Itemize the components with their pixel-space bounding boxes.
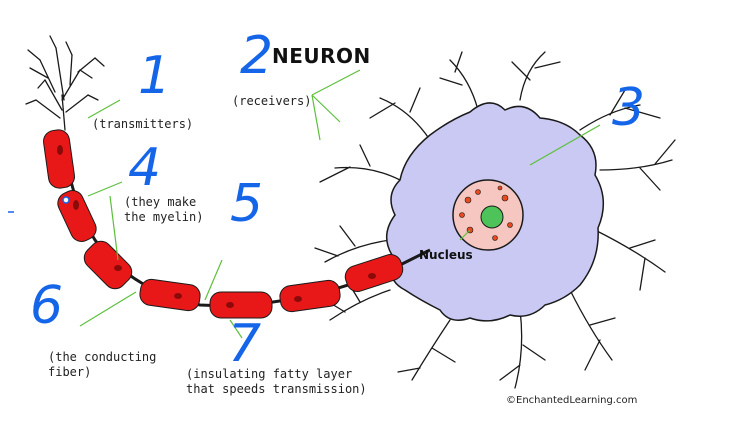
diagram-title: NEURON [272,44,371,68]
dendrites [314,51,676,389]
label-insulating-layer: (insulating fatty layer that speeds tran… [186,367,367,396]
annotation-7: 7 [228,314,262,374]
myelin-segment [344,254,404,292]
annotation-4: 4 [128,138,162,198]
schwann-cell-nuclei [57,145,376,308]
stray-marks [8,196,70,213]
label-transmitters: (transmitters) [92,117,194,131]
label-nucleus: Nucleus [419,248,473,262]
myelin-segment [209,291,273,319]
myelin-segment [43,129,75,189]
label-receivers: (receivers) [232,94,312,108]
annotation-2: 2 [240,26,274,86]
myelin-segment [57,190,97,242]
annotation-6: 6 [30,276,64,336]
myelin-segment [279,279,341,313]
axon-terminals [25,35,105,131]
myelin-segment [139,278,201,312]
myelin-sheath [43,129,404,319]
myelin-segment [83,240,133,290]
annotation-1: 1 [138,46,172,106]
label-myelin: (they make the myelin) [124,195,204,224]
annotation-5: 5 [230,174,264,234]
credit-line: ©EnchantedLearning.com [506,395,638,406]
nucleolus [480,205,504,229]
organelles [459,185,513,241]
annotation-3: 3 [612,78,646,138]
label-conducting-fiber: (the conducting fiber) [48,350,157,379]
pointer-lines [79,69,601,339]
